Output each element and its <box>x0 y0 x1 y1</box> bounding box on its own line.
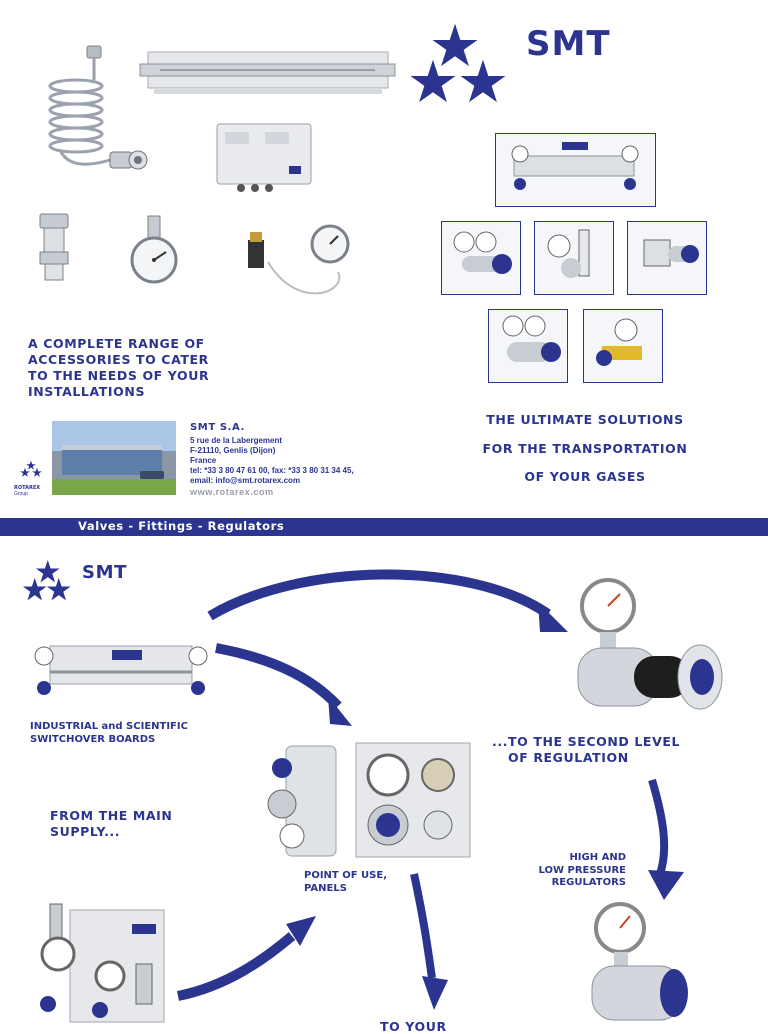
control-box-image <box>216 123 312 192</box>
flow-arrows <box>177 569 684 1010</box>
coil-pigtail-image <box>48 45 148 170</box>
smt-small-stars-logo <box>22 560 71 601</box>
to-your-label: TO YOUR <box>380 1019 447 1034</box>
brand-name: SMT <box>526 24 611 64</box>
rotarex-small-logo <box>20 460 42 477</box>
product-box-switchover <box>495 133 656 207</box>
product-box-regulator-3 <box>627 221 707 295</box>
pressure-regulator-image <box>591 902 688 1021</box>
main-supply-panel-image <box>40 903 165 1023</box>
manifold-bar-image <box>139 51 396 94</box>
tagline-text: Valves - Fittings - Regulators <box>78 519 285 533</box>
product-box-regulator-4 <box>488 309 568 383</box>
fitting-image <box>39 213 69 281</box>
pressure-regulators-label: HIGH AND LOW PRESSURE REGULATORS <box>538 852 627 888</box>
company-name: SMT S.A. <box>190 422 245 433</box>
building-photo <box>52 421 176 495</box>
product-box-regulator-5 <box>583 309 663 383</box>
bottom-brand-name: SMT <box>82 562 127 583</box>
second-level-label: ...TO THE SECOND LEVEL OF REGULATION <box>492 734 681 765</box>
point-of-use-block-image <box>267 745 337 857</box>
point-of-use-panel-image <box>355 742 471 858</box>
company-address: 5 rue de la Labergement F-21110, Genlis … <box>190 436 354 485</box>
rotarex-logo-text: ROTAREX <box>14 485 41 491</box>
point-of-use-label: POINT OF USE, PANELS <box>304 870 387 894</box>
website-link[interactable]: www.rotarex.com <box>190 487 274 497</box>
solutions-heading: THE ULTIMATE SOLUTIONS FOR THE TRANSPORT… <box>482 412 688 484</box>
tagline-band: Valves - Fittings - Regulators <box>0 518 768 536</box>
pressure-gauge-image <box>130 215 178 284</box>
switchover-label: INDUSTRIAL and SCIENTIFIC SWITCHOVER BOA… <box>30 721 188 745</box>
smt-stars-logo <box>410 23 506 103</box>
switchover-board-image <box>34 645 208 695</box>
product-box-regulator-1 <box>441 221 521 295</box>
product-box-regulator-2 <box>534 221 614 295</box>
rotarex-logo-sub: Group <box>14 491 28 497</box>
accessories-heading: A COMPLETE RANGE OF ACCESSORIES TO CATER… <box>28 336 210 399</box>
second-stage-regulator-image <box>577 578 723 710</box>
main-supply-label: FROM THE MAIN SUPPLY... <box>50 808 173 839</box>
pressure-switch-image <box>248 224 350 295</box>
